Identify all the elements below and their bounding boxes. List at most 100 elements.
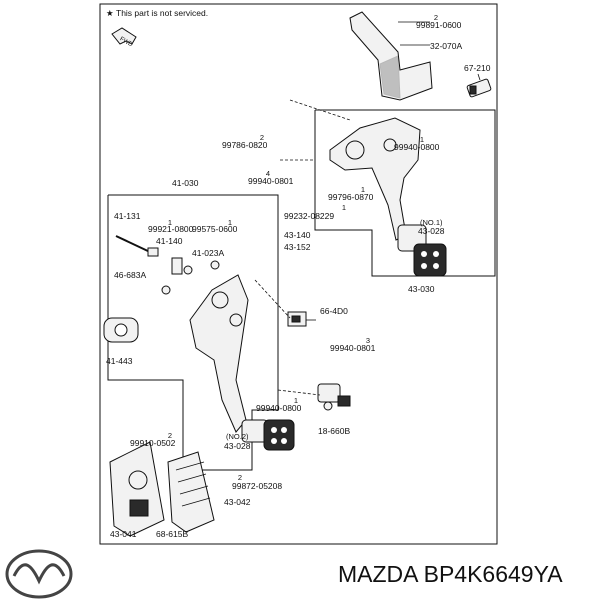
pad-43-041	[109, 441, 165, 537]
callout-99575-0600: 1 99575-0600	[192, 218, 238, 234]
callout-41-023a: 41-023A	[192, 248, 224, 258]
callout-32-070a: 32-070A	[430, 41, 462, 51]
svg-text:4: 4	[266, 169, 270, 178]
group-box-43-030	[314, 109, 496, 277]
svg-text:2: 2	[238, 473, 242, 482]
svg-text:41-131: 41-131	[114, 211, 141, 221]
callout-99872-05208: 2 99872-05208	[232, 473, 282, 491]
svg-text:43-028: 43-028	[418, 226, 445, 236]
svg-text:2: 2	[260, 133, 264, 142]
switch-66-4d0	[287, 311, 316, 327]
svg-text:1: 1	[168, 218, 172, 227]
svg-text:46-683A: 46-683A	[114, 270, 146, 280]
callout-99940-0800-mid: 1 99940-0800	[256, 396, 302, 413]
clutch-pedal-41-030	[189, 274, 269, 443]
svg-text:1: 1	[342, 203, 346, 212]
callout-67-210: 67-210	[464, 63, 491, 73]
svg-text:99921-0800: 99921-0800	[148, 224, 194, 234]
callout-43-028-no2: (NO.2) 43-028	[224, 432, 251, 451]
bushing-46-683a	[161, 285, 171, 295]
svg-text:99940-0800: 99940-0800	[394, 142, 440, 152]
callout-41-131: 41-131	[114, 211, 141, 221]
svg-text:1: 1	[294, 396, 298, 405]
callout-43-152: 43-152	[284, 242, 311, 252]
callout-43-140: 43-140	[284, 230, 311, 240]
svg-text:43-152: 43-152	[284, 242, 311, 252]
svg-text:41-140: 41-140	[156, 236, 183, 246]
callout-41-140: 41-140	[156, 236, 183, 246]
callout-99910-0502: 2 99910-0502	[130, 431, 176, 448]
callout-43-042: 43-042	[224, 497, 251, 507]
callout-99891-0600: 2 99891-0600	[416, 13, 462, 30]
note-text: This part is not serviced.	[116, 8, 208, 18]
callout-43-041: 43-041	[110, 529, 137, 539]
callout-99940-0800-top: 1 99940-0800	[394, 135, 440, 152]
callout-99940-0801-3: 3 99940-0801	[330, 336, 376, 353]
svg-text:32-070A: 32-070A	[430, 41, 462, 51]
svg-text:99910-0502: 99910-0502	[130, 438, 176, 448]
svg-text:67-210: 67-210	[464, 63, 491, 73]
svg-text:68-615B: 68-615B	[156, 529, 188, 539]
pushrod-41-131	[115, 235, 159, 257]
svg-text:2: 2	[434, 13, 438, 22]
callout-99796-0870: 1 99796-0870	[328, 185, 374, 202]
svg-text:43-042: 43-042	[224, 497, 251, 507]
svg-text:99575-0600: 99575-0600	[192, 224, 238, 234]
switch-67-210	[466, 73, 492, 98]
callout-99232-08229: 1 99232-08229	[284, 203, 346, 221]
footer-part-number: MAZDA BP4K6649YA	[338, 561, 563, 587]
callout-43-030: 43-030	[408, 284, 435, 294]
svg-text:99940-0801: 99940-0801	[330, 343, 376, 353]
leader-dash-3	[277, 389, 321, 396]
pedal-pad-no2	[263, 419, 295, 451]
pad-43-042	[167, 451, 215, 533]
note-star: ★	[106, 8, 114, 18]
bracket-32-070a	[349, 11, 433, 101]
svg-text:18-660B: 18-660B	[318, 426, 350, 436]
callout-41-030: 41-030	[172, 178, 199, 188]
pedal-pad-no1	[413, 243, 447, 277]
callout-99940-0801-4: 4 99940-0801	[248, 169, 294, 186]
diagram-frame	[99, 3, 498, 545]
svg-text:3: 3	[366, 336, 370, 345]
svg-text:41-443: 41-443	[106, 356, 133, 366]
svg-text:99872-05208: 99872-05208	[232, 481, 282, 491]
group-box-41-030	[107, 194, 279, 471]
svg-text:43-030: 43-030	[408, 284, 435, 294]
mazda-logo-icon	[5, 549, 73, 599]
svg-text:43-140: 43-140	[284, 230, 311, 240]
svg-text:1: 1	[420, 135, 424, 144]
switch-18-660b	[317, 383, 351, 411]
callout-99921-0800: 1 99921-0800	[148, 218, 194, 234]
svg-text:99796-0870: 99796-0870	[328, 192, 374, 202]
callout-68-615b: 68-615B	[156, 529, 188, 539]
brake-pedal-43-030	[329, 117, 427, 252]
svg-text:(NO.2): (NO.2)	[226, 432, 249, 441]
fwd-arrow-icon: FWD	[111, 27, 137, 49]
clip-41-023a	[183, 260, 220, 275]
svg-text:43-028: 43-028	[224, 441, 251, 451]
spring-41-140	[171, 257, 183, 275]
svg-text:(NO.1): (NO.1)	[420, 218, 443, 227]
svg-text:99232-08229: 99232-08229	[284, 211, 334, 221]
callout-41-443: 41-443	[106, 356, 133, 366]
leader-dash-4	[254, 279, 291, 319]
callout-18-660b: 18-660B	[318, 426, 350, 436]
svg-text:1: 1	[228, 218, 232, 227]
svg-text:2: 2	[168, 431, 172, 440]
callout-66-4d0: 66-4D0	[320, 306, 348, 316]
callout-43-028-no1: (NO.1) 43-028	[418, 218, 445, 236]
svg-text:41-030: 41-030	[172, 178, 199, 188]
leader-dash-2	[289, 99, 351, 121]
svg-text:99891-0600: 99891-0600	[416, 20, 462, 30]
svg-text:99940-0801: 99940-0801	[248, 176, 294, 186]
svg-text:99940-0800: 99940-0800	[256, 403, 302, 413]
svg-text:99786-0820: 99786-0820	[222, 140, 268, 150]
svg-text:41-023A: 41-023A	[192, 248, 224, 258]
callout-46-683a: 46-683A	[114, 270, 146, 280]
svg-text:1: 1	[361, 185, 365, 194]
callout-99786-0820: 2 99786-0820	[222, 133, 268, 150]
svg-text:66-4D0: 66-4D0	[320, 306, 348, 316]
gasket-41-443	[103, 317, 139, 343]
